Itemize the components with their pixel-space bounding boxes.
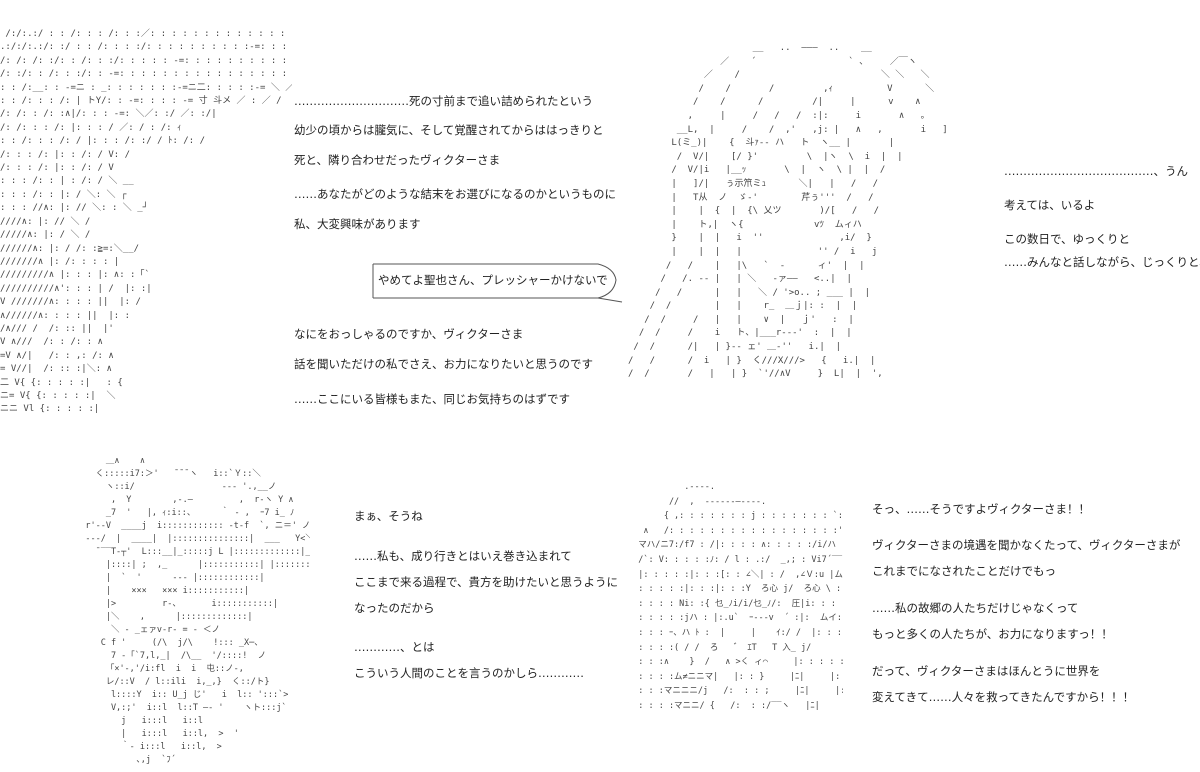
speech-bubble: やめてよ聖也さん、プレッシャーかけないで [368, 260, 623, 303]
dialogue-panel4: そっ、……そうですよヴィクターさま！！ ヴィクターさまの境遇を聞かなくたって、ヴ… [872, 501, 1180, 723]
ascii-art-panel2: __ .. ――― .. __ ／ ´ ` 、 ／￣ヽ ／ / ＼ ＼ ＼ / … [628, 43, 948, 380]
dialogue-panel1: …………………………死の寸前まで追い詰められたという 幼少の頃からは朧気に、そし… [294, 93, 616, 250]
dialogue-line: まぁ、そうね [354, 509, 423, 523]
dialogue-line: 変えてきて……人々を救ってきたんですから！！！ [872, 690, 1135, 704]
ascii-art-panel4: .-‐‐-. // , ‐-‐‐‐‐―‐‐‐-. { ,: : : : : : … [638, 482, 843, 711]
dialogue-panel1-after: なにをおっしゃるのですか、ヴィクターさま 話を聞いただけの私でさえ、お力になりた… [294, 326, 593, 425]
dialogue-line: ここまで来る過程で、貴方を助けたいと思うように [354, 575, 619, 589]
dialogue-line: …………………………死の寸前まで追い詰められたという [294, 94, 593, 108]
dialogue-line: だって、ヴィクターさまはほんとうに世界を [872, 664, 1101, 678]
dialogue-line: 話を聞いただけの私でさえ、お力になりたいと思うのです [294, 357, 593, 371]
ascii-art-panel3: ＿∧ ∧ く:::::i7:＞' ̄ ̄ ̄ ヽ i::`Ｙ::＼ ヽ::i/ … [85, 456, 310, 765]
dialogue-line: ヴィクターさまの境遇を聞かなくたって、ヴィクターさまが [872, 538, 1181, 552]
dialogue-line: 考えては、いるよ [1004, 198, 1096, 212]
dialogue-line: ……私も、成り行きとはいえ巻き込まれて [354, 549, 572, 563]
dialogue-line: なったのだから [354, 601, 435, 615]
dialogue-panel3: まぁ、そうね ……私も、成り行きとはいえ巻き込まれて ここまで来る過程で、貴方を… [354, 508, 618, 699]
dialogue-line: …………、とは [354, 640, 435, 654]
dialogue-line: そっ、……そうですよヴィクターさま！！ [872, 502, 1091, 516]
dialogue-line: ……みんなと話しながら、じっくりと、ね [1004, 255, 1200, 269]
speech-bubble-frame [372, 263, 623, 303]
dialogue-line: もっと多くの人たちが、お力になりますっ！！ [872, 627, 1113, 641]
ascii-art-panel1: /:/:.:/ : : /: : : /: : :／: : : : : : : … [0, 29, 292, 415]
dialogue-line: 死と、隣り合わせだったヴィクターさま [294, 153, 501, 167]
dialogue-line: こういう人間のことを言うのかしら………… [354, 666, 584, 680]
dialogue-line: ……ここにいる皆様もまた、同じお気持ちのはずです [294, 392, 570, 406]
dialogue-line: ……私の故郷の人たちだけじゃなくって [872, 601, 1079, 615]
dialogue-line: …………………………………、うん [1004, 164, 1188, 178]
speech-bubble-text: やめてよ聖也さん、プレッシャーかけないで [378, 273, 608, 287]
dialogue-line: ……あなたがどのような結末をお選びになるのかというものに [294, 187, 616, 201]
dialogue-line: 幼少の頃からは朧気に、そして覚醒されてからははっきりと [294, 123, 604, 137]
dialogue-line: この数日で、ゆっくりと [1004, 232, 1131, 246]
dialogue-line: なにをおっしゃるのですか、ヴィクターさま [294, 327, 524, 341]
dialogue-line: 私、大変興味があります [294, 217, 421, 231]
dialogue-panel2: …………………………………、うん 考えては、いるよ この数日で、ゆっくりと ……… [1004, 163, 1200, 288]
dialogue-line: これまでになされたことだけでもっ [872, 564, 1056, 578]
